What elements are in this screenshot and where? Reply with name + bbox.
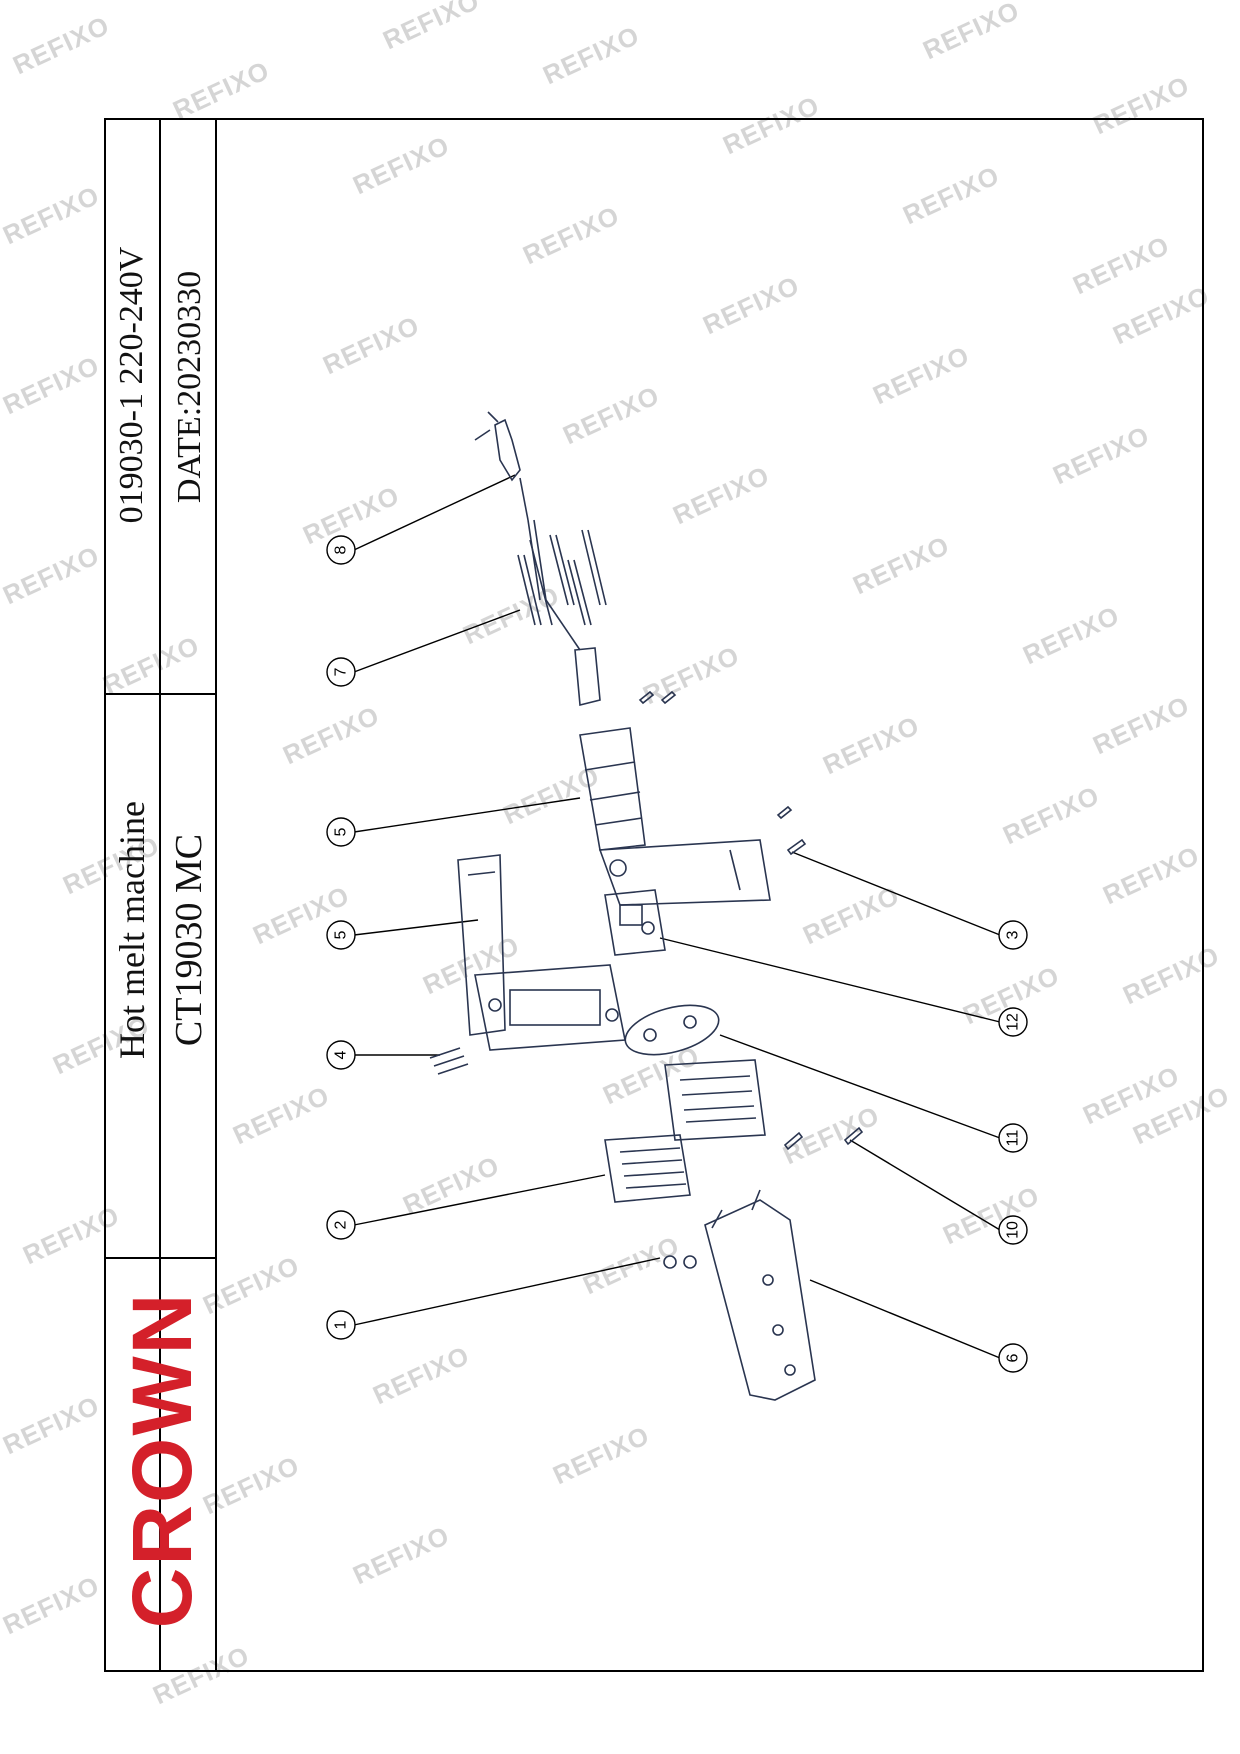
callout-circle xyxy=(326,817,356,847)
callout-circle xyxy=(998,1215,1028,1245)
leader-line xyxy=(791,851,1001,936)
callout-number: 8 xyxy=(333,545,350,554)
leader-line xyxy=(849,1139,1001,1231)
callout-circle xyxy=(326,657,356,687)
part-terminal-4 xyxy=(429,1047,469,1075)
callout-number: 10 xyxy=(1005,1221,1022,1239)
leader-line xyxy=(659,937,1001,1023)
callout-number: 6 xyxy=(1005,1353,1022,1362)
callout-number: 7 xyxy=(333,667,350,676)
callout-circle xyxy=(998,1343,1028,1373)
callout-number: 3 xyxy=(1005,930,1022,939)
callout-number: 11 xyxy=(1005,1130,1022,1147)
callout-circle xyxy=(998,920,1028,950)
callout-circle xyxy=(326,535,356,565)
callout-number: 12 xyxy=(1005,1013,1022,1031)
part-side-plates xyxy=(604,1059,766,1203)
callout-circle xyxy=(326,1040,356,1070)
callout-number: 2 xyxy=(333,1220,350,1229)
part-clamp xyxy=(624,1004,720,1056)
leader-line xyxy=(353,1174,606,1226)
callout-number: 5 xyxy=(333,827,350,836)
part-plug xyxy=(474,411,581,651)
leader-line xyxy=(809,1279,1001,1359)
part-gland xyxy=(574,647,601,707)
part-screws-10 xyxy=(783,1126,864,1151)
leader-line xyxy=(353,919,479,936)
part-nuts-1 xyxy=(663,1255,697,1269)
leader-line xyxy=(353,609,521,673)
leader-line xyxy=(353,1257,661,1326)
callout-circle xyxy=(326,1310,356,1340)
callout-circle xyxy=(326,920,356,950)
callout-circle xyxy=(998,1007,1028,1037)
part-small-screws xyxy=(638,690,677,705)
part-handle-upper xyxy=(579,727,771,906)
drawing-frame xyxy=(104,118,1204,1672)
callout-circle xyxy=(326,1210,356,1240)
part-heating-rods xyxy=(517,529,607,626)
callout-number: 1 xyxy=(333,1320,350,1329)
part-screw-3 xyxy=(776,805,807,856)
callout-circle xyxy=(998,1123,1028,1153)
callout-number: 5 xyxy=(333,930,350,939)
part-housing-lower xyxy=(457,854,626,1051)
leader-line xyxy=(719,1034,1001,1139)
callout-number: 4 xyxy=(333,1050,350,1059)
part-switch xyxy=(604,889,666,956)
part-nozzle xyxy=(704,1189,816,1401)
leader-line xyxy=(353,797,581,833)
leader-line xyxy=(353,474,516,551)
